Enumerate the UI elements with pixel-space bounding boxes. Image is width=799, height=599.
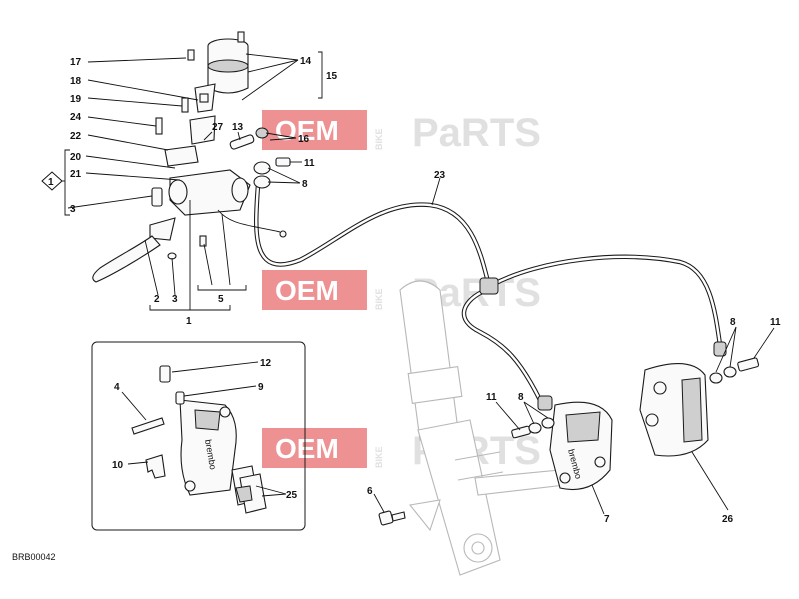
watermark-oem-text: OEM [275,275,339,306]
callout-8-right-caliper: 8 [730,317,736,328]
callout-3-left: 3 [70,204,76,215]
callout-11-left-caliper: 11 [486,392,497,403]
detail-inset-frame [91,341,306,531]
watermark-top: OEM BIKE PaRTS [262,110,541,155]
lever-pivot-bolt [151,187,163,207]
right-caliper-banjo [709,341,760,384]
callout-8-top: 8 [302,179,308,190]
callout-6: 6 [367,486,373,497]
watermark-bike-text: BIKE [374,128,384,150]
watermark-oem-text: OEM [275,433,339,464]
callout-22: 22 [70,131,82,142]
left-caliper: brembo [549,401,613,491]
callout-16: 16 [298,134,310,145]
watermark-parts-text: PaRTS [412,111,541,155]
hose-splitter [479,277,499,295]
banjo-fittings [229,127,291,189]
watermark-oem-text: OEM [275,115,339,146]
callout-12: 12 [260,358,272,369]
callout-1: 1 [186,316,192,327]
callout-4: 4 [114,382,120,393]
callout-1-boxed: 1 [48,177,54,188]
callout-11-top: 11 [304,158,315,169]
callout-2: 2 [154,294,160,305]
brake-hose-to-left-caliper [461,289,543,403]
leader-lines [67,53,775,515]
inset-pad-pin [131,417,165,435]
callout-7: 7 [604,514,610,525]
callout-17: 17 [70,57,82,68]
callout-26: 26 [722,514,734,525]
screws-top [155,97,189,135]
watermark-bike-text: BIKE [374,446,384,468]
left-caliper-banjo [511,395,555,439]
brake-fluid-reservoir [187,31,249,94]
right-caliper [639,363,709,457]
callout-25: 25 [286,490,298,501]
callout-19: 19 [70,94,82,105]
inset-brake-pads [231,465,267,514]
callout-labels: 17 18 19 24 22 20 21 3 1 27 13 16 14 15 … [41,56,781,525]
callout-11-right-caliper: 11 [770,317,781,328]
callout-27: 27 [212,122,224,133]
drawing-reference: BRB00042 [12,552,56,562]
callout-9: 9 [258,382,264,393]
switch-screw [199,235,207,247]
brake-light-switch-wire [217,209,287,238]
callout-20: 20 [70,152,82,163]
callout-21: 21 [70,169,82,180]
brake-hose-23 [254,182,491,285]
brake-hose-to-right-caliper [491,254,723,348]
brake-lever [92,217,176,283]
callout-3-bottom: 3 [172,294,178,305]
callout-10: 10 [112,460,124,471]
caliper-mount-bolt [378,510,406,526]
callout-14: 14 [300,56,312,67]
callout-18: 18 [70,76,82,87]
callout-8-left-caliper: 8 [518,392,524,403]
watermark-bottom: OEM BIKE PaRTS [262,428,541,473]
callout-15: 15 [326,71,338,82]
callout-24: 24 [70,112,82,123]
callout-5: 5 [218,294,224,305]
watermark-bike-text: BIKE [374,288,384,310]
reservoir-bracket [194,83,216,113]
callout-23: 23 [434,170,446,181]
fork-leg [399,280,566,576]
callout-13: 13 [232,122,244,133]
inset-pad-spring [145,454,166,479]
inset-bleed-nipple [159,365,185,405]
inset-caliper: brembo [179,399,237,496]
